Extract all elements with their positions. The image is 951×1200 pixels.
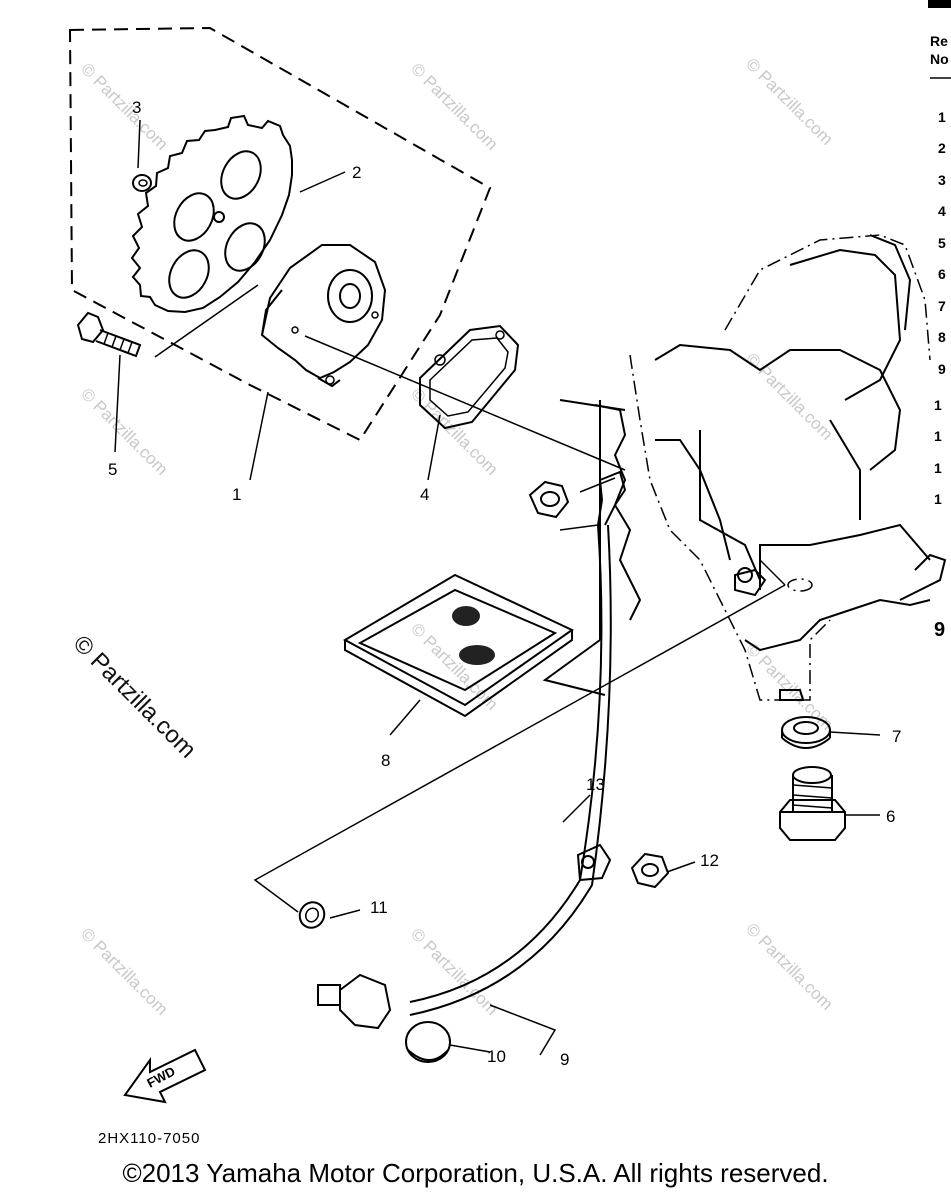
callout-labels: 1 2 3 4 5 6 7 8 9 10 11 12 13 bbox=[108, 98, 901, 1069]
o-ring bbox=[298, 901, 326, 929]
copyright-notice: ©2013 Yamaha Motor Corporation, U.S.A. A… bbox=[122, 1158, 829, 1188]
leader-lines bbox=[114, 119, 881, 1056]
table-row: 1 bbox=[934, 491, 942, 507]
side-parts-table: Re No 1 2 3 4 5 6 7 8 9 1 1 1 1 9 bbox=[928, 0, 951, 641]
callout-4: 4 bbox=[420, 485, 429, 504]
drain-bolt bbox=[779, 766, 846, 841]
table-row: 1 bbox=[934, 397, 942, 413]
oil-strainer bbox=[342, 573, 574, 718]
watermark: © Partzilla.com bbox=[407, 924, 501, 1018]
table-row: 3 bbox=[938, 172, 946, 188]
table-footer: 9 bbox=[934, 619, 945, 641]
circlip bbox=[132, 174, 152, 192]
table-header-ref: Re bbox=[930, 33, 948, 49]
crankcase bbox=[542, 234, 947, 701]
watermark: © Partzilla.com bbox=[77, 59, 171, 153]
drain-washer bbox=[781, 716, 831, 749]
hex-nut-12 bbox=[630, 852, 670, 889]
watermark-group: © Partzilla.com © Partzilla.com © Partzi… bbox=[68, 54, 837, 1018]
oil-pipe bbox=[317, 470, 627, 1030]
gasket bbox=[419, 324, 520, 430]
callout-12: 12 bbox=[700, 851, 719, 870]
watermark: © Partzilla.com bbox=[77, 384, 171, 478]
callout-1: 1 bbox=[232, 485, 241, 504]
table-row: 9 bbox=[938, 361, 946, 377]
table-row: 8 bbox=[938, 329, 946, 345]
callout-7: 7 bbox=[892, 727, 901, 746]
callout-8: 8 bbox=[381, 751, 390, 770]
callout-2: 2 bbox=[352, 163, 361, 182]
table-header-no: No bbox=[930, 51, 949, 67]
hex-nut-13 bbox=[528, 480, 570, 519]
callout-5: 5 bbox=[108, 460, 117, 479]
callout-10: 10 bbox=[487, 1047, 506, 1066]
forward-arrow: FWD bbox=[123, 1048, 207, 1104]
table-row: 6 bbox=[938, 266, 946, 282]
table-row: 7 bbox=[938, 298, 946, 314]
watermark: © Partzilla.com bbox=[742, 349, 836, 443]
watermark: © Partzilla.com bbox=[407, 59, 501, 153]
screw bbox=[76, 311, 142, 358]
drive-gear bbox=[130, 114, 293, 314]
diagram-reference: 2HX110-7050 bbox=[98, 1130, 200, 1147]
table-row: 1 bbox=[934, 428, 942, 444]
pump-body bbox=[260, 244, 387, 388]
table-row: 2 bbox=[938, 140, 946, 156]
watermark: © Partzilla.com bbox=[742, 919, 836, 1013]
watermark: © Partzilla.com bbox=[77, 924, 171, 1018]
pipe-cap bbox=[405, 1021, 451, 1063]
watermark-large: © Partzilla.com bbox=[68, 630, 201, 763]
table-row: 4 bbox=[938, 203, 946, 219]
callout-11: 11 bbox=[370, 898, 388, 917]
callout-3: 3 bbox=[132, 98, 141, 117]
table-row: 1 bbox=[934, 460, 942, 476]
callout-9: 9 bbox=[560, 1050, 569, 1069]
watermark: © Partzilla.com bbox=[742, 54, 836, 148]
table-row: 1 bbox=[938, 109, 946, 125]
callout-6: 6 bbox=[886, 807, 895, 826]
alignment-lines bbox=[253, 335, 786, 913]
callout-13: 13 bbox=[586, 775, 605, 794]
table-row: 5 bbox=[938, 235, 946, 251]
pump-assembly-outline bbox=[68, 26, 492, 442]
